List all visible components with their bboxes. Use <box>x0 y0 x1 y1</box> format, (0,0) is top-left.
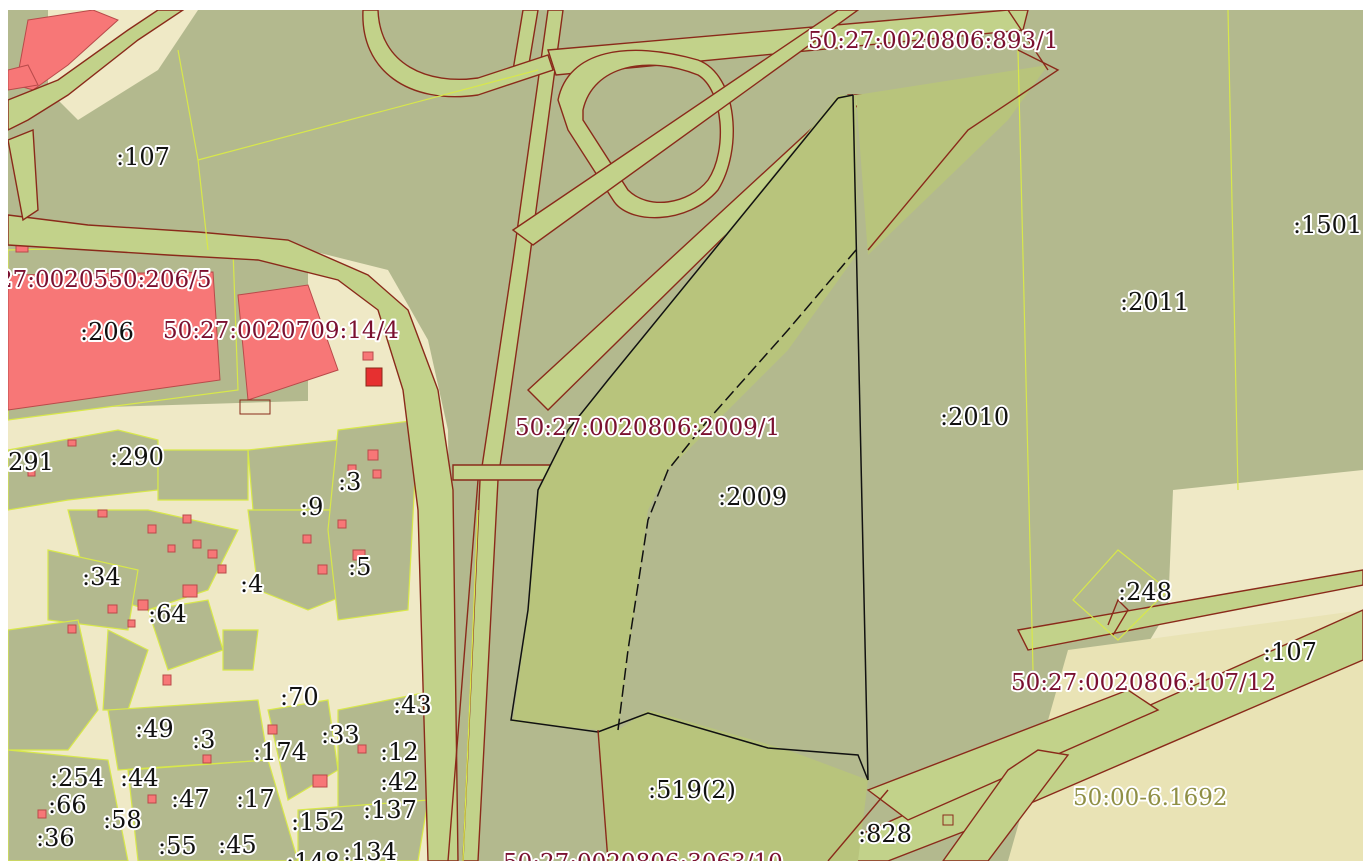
parcel-label: :3 <box>192 726 215 754</box>
parcel-label: :66 <box>48 791 87 819</box>
parcel-label: :44 <box>120 764 159 792</box>
cadastral-label: 27:0020550:206/5 <box>8 267 211 293</box>
parcel-label: :45 <box>218 831 257 859</box>
parcel-label: :12 <box>380 738 419 766</box>
parcel-label: :2010 <box>940 403 1009 431</box>
parcel-label: :290 <box>110 443 164 471</box>
parcel-label: :34 <box>82 563 121 591</box>
map-canvas[interactable]: :107 :206 :290 :291 :3 :9 :5 :4 :34 :64 … <box>8 10 1363 861</box>
parcel-label: :134 <box>343 838 397 861</box>
parcel-label: :2011 <box>1120 288 1189 316</box>
parcel-label: :33 <box>321 721 360 749</box>
parcel-label: :1501 <box>1293 211 1362 239</box>
parcel-label: :2009 <box>718 483 787 511</box>
parcel-label: :70 <box>280 683 319 711</box>
parcel-label: :36 <box>36 824 75 852</box>
parcel-label: :828 <box>858 820 912 848</box>
parcel-label: :5 <box>348 553 371 581</box>
parcel-label: :43 <box>393 691 432 719</box>
cadastral-labels: 50:27:0020806:893/1 27:0020550:206/5 50:… <box>8 26 1278 861</box>
parcel-labels: :107 :206 :290 :291 :3 :9 :5 :4 :34 :64 … <box>8 141 1363 861</box>
parcel-label: :49 <box>135 715 174 743</box>
buildings-top-left <box>8 10 119 91</box>
parcel-label: :17 <box>236 785 275 813</box>
parcel-label: :42 <box>380 768 419 796</box>
cadastral-label: 50:27:0020806:3063/10 <box>503 850 783 861</box>
parcel-label: :206 <box>80 318 134 346</box>
cadastral-label: 50:27:0020806:107/12 <box>1011 670 1276 696</box>
parcel-label: :4 <box>240 570 263 598</box>
cadastral-label: 50:27:0020709:14/4 <box>163 318 399 344</box>
parcel-label: :64 <box>148 600 187 628</box>
parcel-label: :152 <box>291 808 345 836</box>
cadastral-label: 50:27:0020806:2009/1 <box>515 415 780 441</box>
parcel-label: :47 <box>171 785 210 813</box>
cadastral-map[interactable]: :107 :206 :290 :291 :3 :9 :5 :4 :34 :64 … <box>8 10 1363 861</box>
parcel-label: :58 <box>103 806 142 834</box>
parcel-label: :254 <box>50 764 104 792</box>
parcel-label: :3 <box>338 468 361 496</box>
parcel-label: :107 <box>1263 638 1317 666</box>
parcel-label: :248 <box>1118 578 1172 606</box>
parcel-label: :291 <box>8 448 54 476</box>
zone-label: 50:00-6.1692 <box>1073 785 1228 811</box>
parcel-label: :148 <box>286 848 340 861</box>
parcel-label: :519(2) <box>648 776 736 804</box>
parcel-label: :137 <box>363 796 417 824</box>
parcel-label: :107 <box>116 143 170 171</box>
parcel-label: :9 <box>300 493 323 521</box>
parcel-label: :174 <box>253 738 307 766</box>
parcel-label: :55 <box>158 832 197 860</box>
cadastral-label: 50:27:0020806:893/1 <box>808 28 1059 54</box>
boundaries <box>177 10 1239 861</box>
zone-labels: 50:00-6.1692 <box>1071 783 1230 813</box>
